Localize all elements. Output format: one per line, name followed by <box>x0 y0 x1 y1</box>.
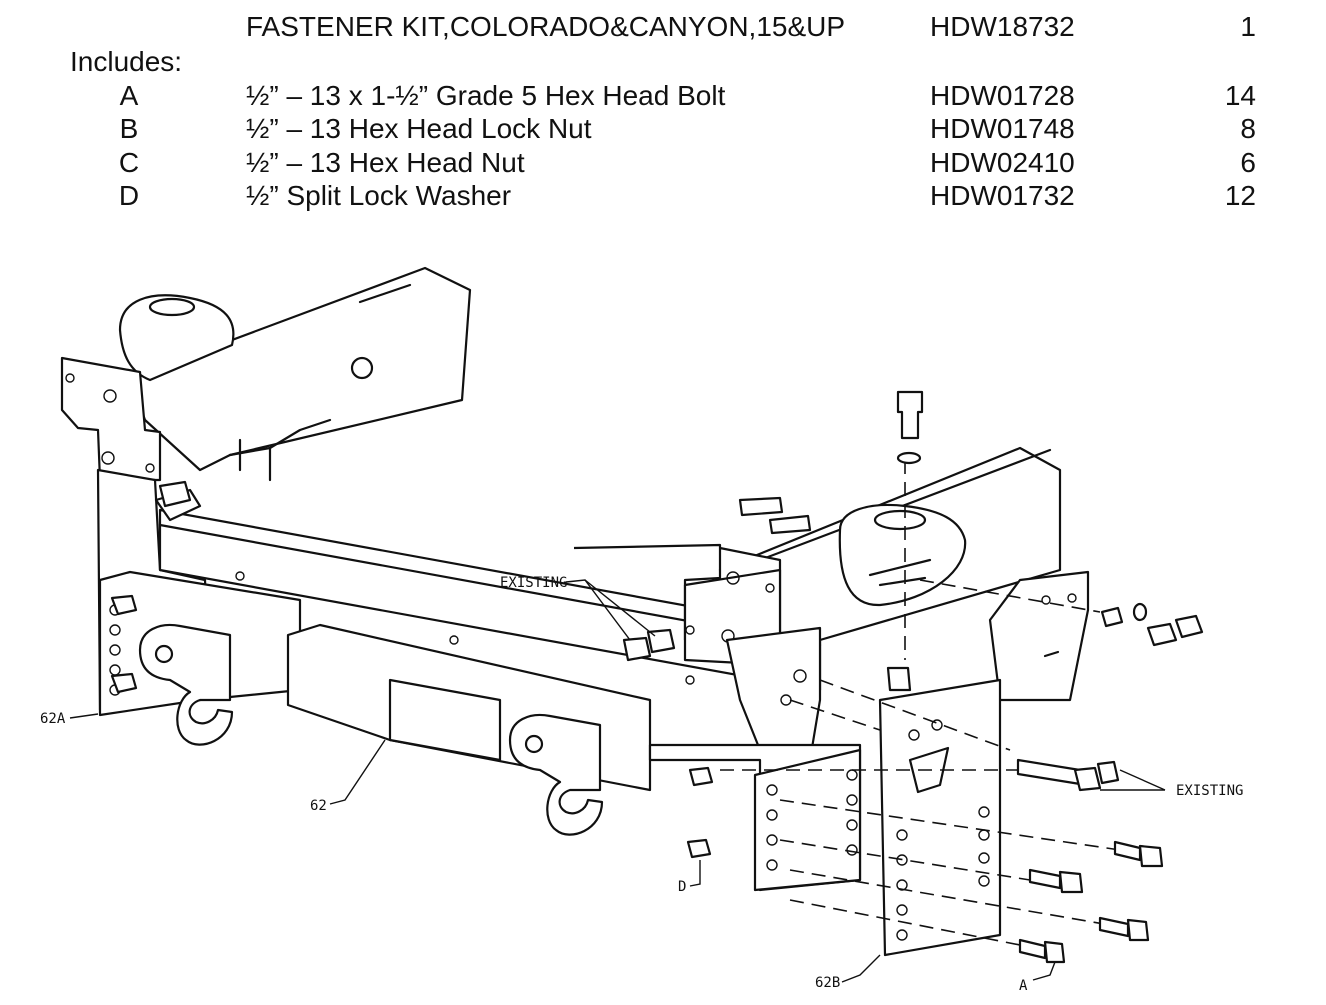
right-frame-rail <box>573 446 1062 667</box>
part-quantity: 14 <box>1224 80 1256 111</box>
callout-existing-top: EXISTING <box>500 575 567 591</box>
kit-part-number: HDW18732 <box>930 11 1075 42</box>
receiver-beam-62 <box>138 623 652 836</box>
parts-list: FASTENER KIT,COLORADO&CANYON,15&UP HDW18… <box>0 0 1326 215</box>
part-number: HDW01732 <box>930 180 1075 211</box>
part-quantity: 6 <box>1240 147 1256 178</box>
callout-leaders <box>69 579 1166 983</box>
includes-label: Includes: <box>70 46 183 77</box>
right-mount-bracket <box>725 570 1090 762</box>
assembly-diagram: EXISTING EXISTING 62A 62 62B D A <box>0 230 1326 1005</box>
part-number: HDW01748 <box>930 113 1075 144</box>
part-letter: C <box>118 147 140 178</box>
part-description: ½” – 13 Hex Head Lock Nut <box>246 113 592 144</box>
part-description: ½” – 13 Hex Head Nut <box>246 147 525 178</box>
kit-title: FASTENER KIT,COLORADO&CANYON,15&UP <box>246 11 846 42</box>
callout-d: D <box>678 879 686 895</box>
part-row-d: D ½” Split Lock Washer HDW01732 12 <box>0 179 1326 213</box>
callout-existing-right: EXISTING <box>1176 783 1243 799</box>
front-plate <box>648 743 862 892</box>
callout-62: 62 <box>310 798 327 814</box>
callout-62b: 62B <box>815 975 840 991</box>
right-end-plate-62b <box>878 678 1002 957</box>
part-number: HDW01728 <box>930 80 1075 111</box>
assembly-lines <box>720 460 1121 946</box>
part-letter: D <box>118 180 140 211</box>
part-quantity: 12 <box>1224 180 1256 211</box>
part-row-b: B ½” – 13 Hex Head Lock Nut HDW01748 8 <box>0 112 1326 146</box>
part-letter: A <box>119 80 139 111</box>
assembly-drawing: EXISTING EXISTING 62A 62 62B D A <box>40 266 1243 994</box>
part-description: ½” – 13 x 1-½” Grade 5 Hex Head Bolt <box>246 80 726 111</box>
part-number: HDW02410 <box>930 147 1075 178</box>
left-frame-rail <box>60 266 472 482</box>
part-letter: B <box>119 113 139 144</box>
callout-a: A <box>1019 978 1028 994</box>
part-row-a: A ½” – 13 x 1-½” Grade 5 Hex Head Bolt H… <box>0 79 1326 113</box>
kit-quantity: 1 <box>1240 11 1256 42</box>
part-row-c: C ½” – 13 Hex Head Nut HDW02410 6 <box>0 146 1326 180</box>
callout-62a: 62A <box>40 711 66 727</box>
part-description: ½” Split Lock Washer <box>246 180 512 211</box>
part-quantity: 8 <box>1240 113 1256 144</box>
kit-header-row: FASTENER KIT,COLORADO&CANYON,15&UP HDW18… <box>0 10 1326 44</box>
hardware <box>622 390 1204 964</box>
